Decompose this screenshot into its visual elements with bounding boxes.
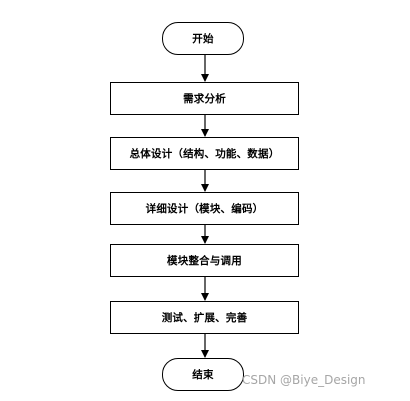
- step-testing: 测试、扩展、完善: [110, 301, 299, 334]
- step-overall-design: 总体设计（结构、功能、数据）: [110, 137, 299, 170]
- step-detailed-design: 详细设计（模块、编码）: [110, 192, 299, 225]
- end-terminal: 结束: [162, 358, 244, 391]
- step-requirements-analysis: 需求分析: [110, 82, 299, 115]
- watermark-text: CSDN @Biye_Design: [242, 373, 366, 387]
- step-module-integration: 模块整合与调用: [110, 244, 299, 277]
- start-terminal: 开始: [162, 22, 244, 55]
